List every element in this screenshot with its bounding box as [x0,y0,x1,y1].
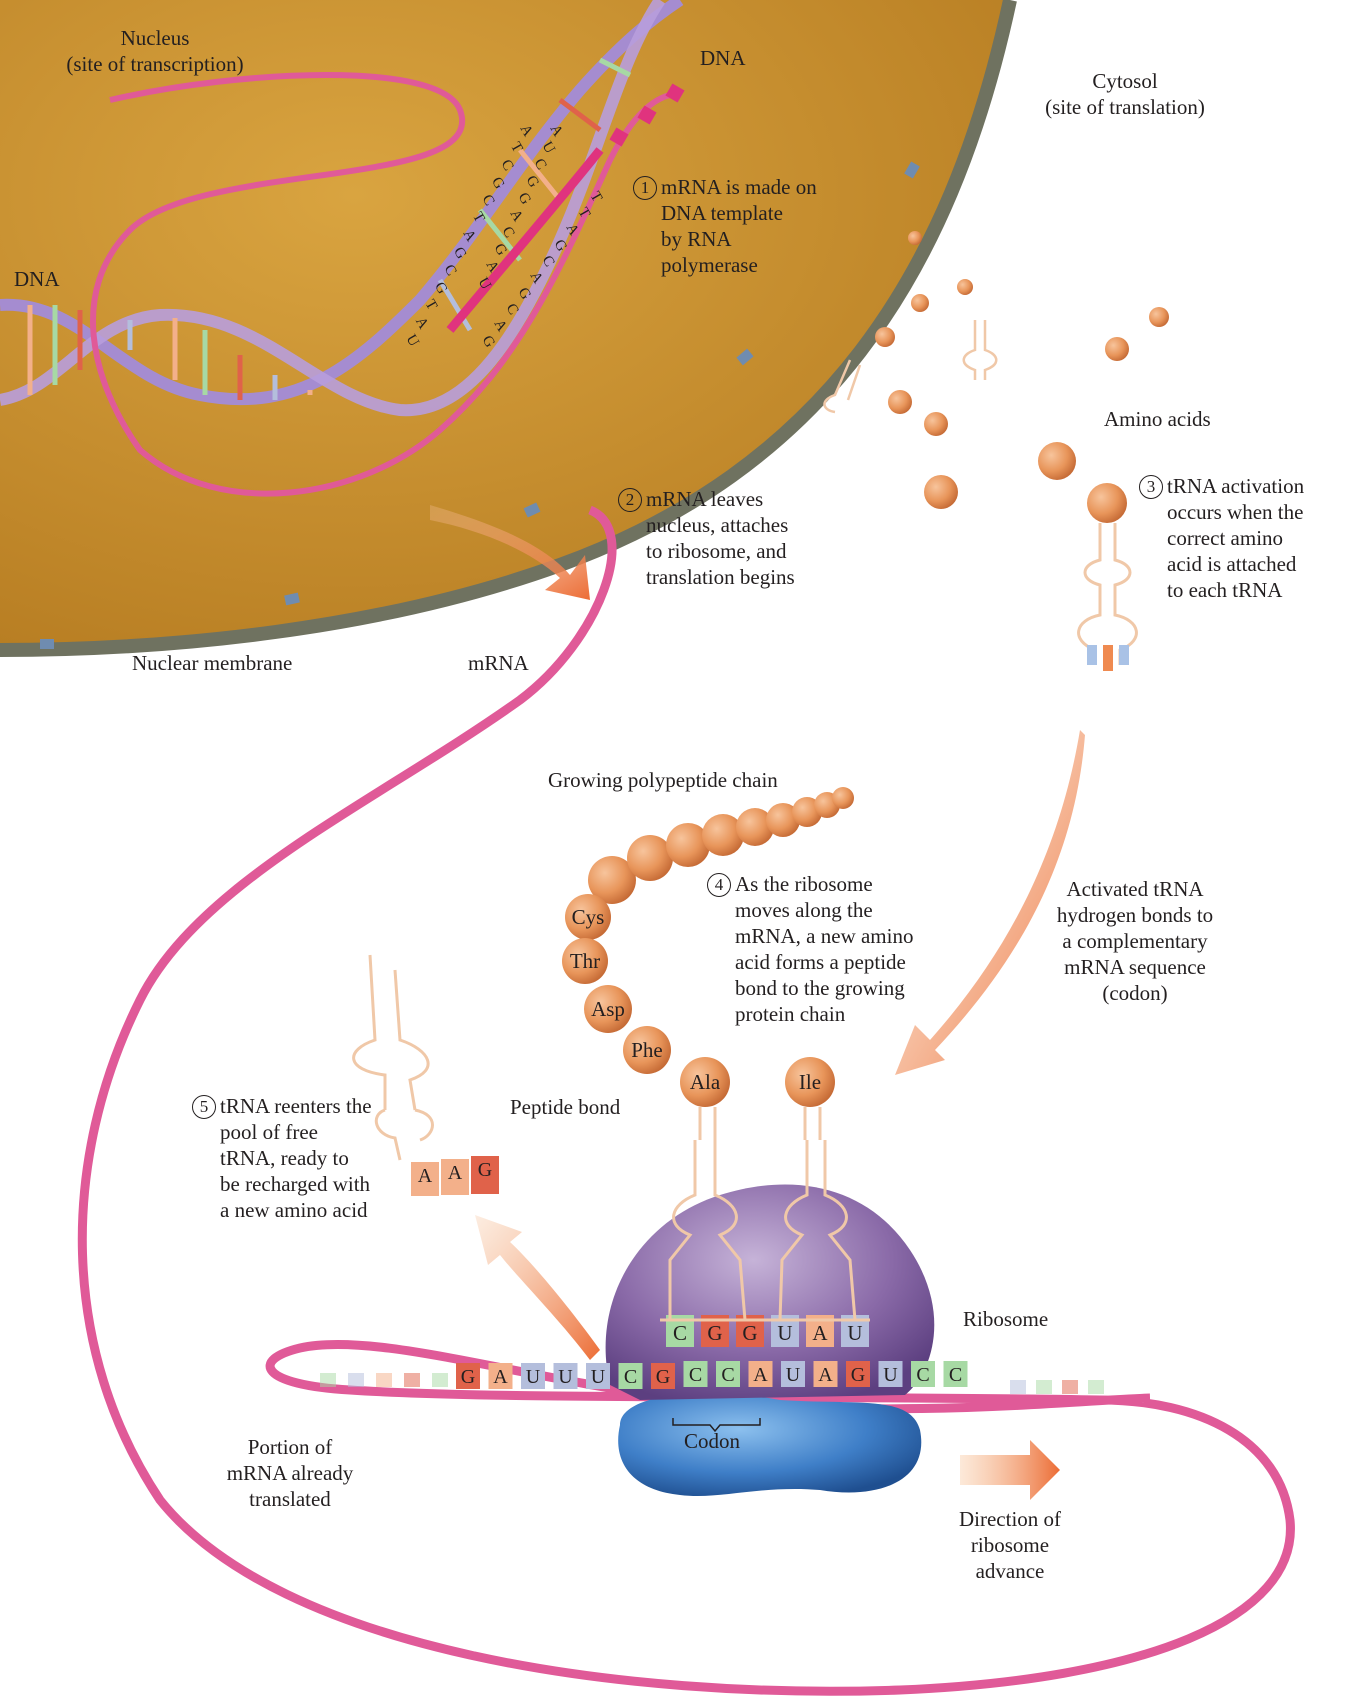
mrna-base-letter: U [526,1366,541,1388]
anticodon-letter: C [673,1321,687,1345]
amino-acid-label: Cys [572,905,605,929]
mrna-base-letter: C [949,1364,962,1386]
chain-bead [832,787,854,809]
mrna-base-letter: G [656,1366,670,1388]
amino-acid-label: Ile [799,1070,821,1094]
arrow-trna-release [475,1215,600,1360]
anticodon-letter: U [777,1321,792,1345]
direction-label: Direction of ribosome advance [930,1506,1090,1584]
mrna-base-letter: U [786,1364,801,1386]
amino-acid-label: Asp [591,997,625,1021]
faded-base [320,1373,336,1387]
dna-label-top: DNA [700,45,746,71]
free-anticodon-letter: A [418,1165,433,1187]
mrna-base-letter: C [689,1364,702,1386]
step-number-badge: 1 [633,176,657,200]
dna-label-left: DNA [14,266,60,292]
mrna-label: mRNA [468,650,529,676]
mrna-base-letter: C [721,1364,734,1386]
peptide-bond-label: Peptide bond [510,1094,620,1120]
faded-base [404,1373,420,1387]
amino-acid-label: Thr [570,949,600,973]
faded-base [1088,1380,1104,1394]
codon-label: Codon [684,1428,740,1454]
mrna-base-letter: U [591,1366,606,1388]
faded-base [432,1373,448,1387]
anticodon-letter: G [707,1321,722,1345]
faded-base [1062,1380,1078,1394]
activated-trna [1079,483,1137,671]
free-trna-anticodon: AAG [411,1156,499,1196]
amino-acids-label: Amino acids [1104,406,1211,432]
faded-base [1010,1380,1026,1394]
ribosome-small-subunit [618,1393,921,1496]
portion-translated-label: Portion of mRNA already translated [200,1434,380,1512]
mrna-base-letter: A [818,1364,833,1386]
step-number-badge: 4 [707,873,731,897]
mrna-base-letter: G [851,1364,865,1386]
ile-trna-stem [805,1107,820,1140]
amino-acid-label: Ala [690,1070,721,1094]
mrna-base-letter: A [493,1366,508,1388]
mrna-base-letter: C [624,1366,637,1388]
faded-base [348,1373,364,1387]
step-number-badge: 2 [618,488,642,512]
mrna-base-letter: G [461,1366,475,1388]
ala-trna-stem [700,1107,715,1140]
cytosol-label: Cytosol (site of translation) [1015,68,1235,120]
step-number-badge: 5 [192,1095,216,1119]
arrow-ribosome-direction [960,1440,1060,1500]
faded-base [376,1373,392,1387]
chain-bead [627,835,673,881]
anticodon-letter: U [847,1321,862,1345]
mrna-base-letter: U [558,1366,573,1388]
free-anticodon-letter: G [478,1159,492,1181]
mrna-base-letter: A [753,1364,768,1386]
ribosome-label: Ribosome [963,1306,1048,1332]
free-anticodon-letter: A [448,1162,463,1184]
mrna-base-letter: C [916,1364,929,1386]
anticodon-letter: G [742,1321,757,1345]
faded-base [1036,1380,1052,1394]
nuclear-membrane-label: Nuclear membrane [132,650,292,676]
growing-chain-label: Growing polypeptide chain [548,767,778,793]
activated-trna-label: Activated tRNA hydrogen bonds to a compl… [1030,876,1240,1006]
anticodon-letter: A [812,1321,828,1345]
step-number-badge: 3 [1139,475,1163,499]
mrna-base-letter: U [883,1364,898,1386]
nucleus-label: Nucleus (site of transcription) [40,25,270,77]
amino-acid-label: Phe [631,1038,663,1062]
